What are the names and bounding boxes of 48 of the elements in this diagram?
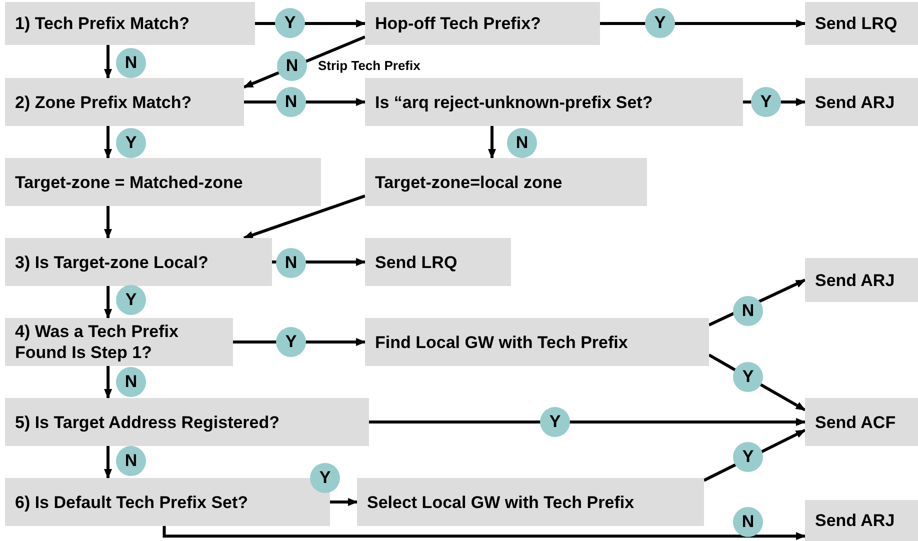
- arrow: [104, 286, 112, 319]
- arrow: [243, 194, 366, 240]
- edge-label: N: [276, 87, 306, 117]
- arrow: [162, 526, 806, 540]
- edge-label: Y: [733, 442, 763, 472]
- process-box: 3) Is Target-zone Local?: [5, 238, 272, 286]
- edge-label: Y: [540, 407, 570, 437]
- process-box: Select Local GW with Tech Prefix: [357, 478, 704, 526]
- process-box: Target-zone=local zone: [365, 158, 647, 206]
- edge-label: N: [277, 51, 307, 81]
- edge-label: N: [116, 48, 146, 78]
- edge-label: Y: [751, 87, 781, 117]
- process-box: Send ARJ: [805, 258, 918, 302]
- arrow: [104, 206, 112, 239]
- process-box: Target-zone = Matched-zone: [5, 158, 321, 206]
- process-box: Find Local GW with Tech Prefix: [365, 318, 709, 366]
- arrow: [104, 446, 112, 479]
- process-box: 2) Zone Prefix Match?: [5, 78, 244, 126]
- process-box: 4) Was a Tech Prefix Found Is Step 1?: [5, 318, 233, 366]
- process-box: 1) Tech Prefix Match?: [5, 2, 255, 45]
- edge-label: N: [116, 446, 146, 476]
- arrow: [104, 126, 112, 159]
- edge-label: Y: [116, 128, 146, 158]
- note-text: Strip Tech Prefix: [318, 58, 420, 73]
- arrow: [330, 498, 358, 506]
- process-box: Send LRQ: [365, 238, 511, 286]
- process-box: Hop-off Tech Prefix?: [365, 2, 600, 45]
- arrow: [104, 45, 112, 79]
- process-box: Send ARJ: [805, 78, 918, 126]
- edge-label: Y: [733, 362, 763, 392]
- arrow: [104, 366, 112, 399]
- process-box: 5) Is Target Address Registered?: [5, 398, 369, 446]
- process-box: Send LRQ: [805, 2, 918, 45]
- edge-label: Y: [116, 285, 146, 315]
- edge-label: N: [276, 248, 306, 278]
- process-box: Send ARJ: [805, 500, 918, 541]
- edge-label: N: [733, 296, 763, 326]
- edge-label: Y: [276, 327, 306, 357]
- process-box: Send ACF: [805, 398, 918, 446]
- process-box: Is “arq reject-unknown-prefix Set?: [365, 78, 743, 126]
- edge-label: Y: [310, 463, 340, 493]
- edge-label: N: [116, 367, 146, 397]
- arrow: [488, 126, 496, 159]
- edge-label: Y: [275, 8, 305, 38]
- edge-label: N: [733, 507, 763, 537]
- edge-label: N: [507, 128, 537, 158]
- arrow: [369, 418, 806, 426]
- edge-label: Y: [645, 8, 675, 38]
